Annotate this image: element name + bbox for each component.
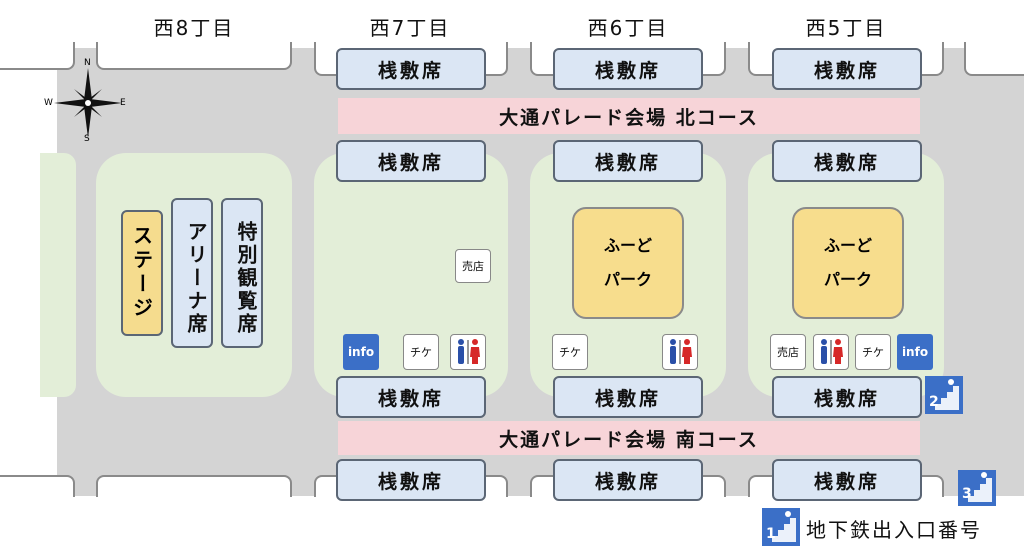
stairs-exit-icon bbox=[929, 379, 959, 410]
compass: N S W E bbox=[44, 58, 126, 144]
map-edge-cover bbox=[0, 497, 1024, 557]
compass-w: W bbox=[44, 98, 53, 108]
toilet-icon bbox=[458, 339, 480, 364]
seat-area[interactable]: 桟敷席 bbox=[772, 48, 922, 90]
toilet-icon[interactable] bbox=[450, 334, 486, 370]
seat-area[interactable]: 桟敷席 bbox=[772, 376, 922, 418]
toilet-icon bbox=[670, 339, 692, 364]
city-block bbox=[96, 40, 292, 70]
compass-s: S bbox=[84, 134, 90, 144]
info-icon[interactable]: info bbox=[343, 334, 379, 370]
special-viewing-seats[interactable]: 特別観覧席 bbox=[221, 198, 263, 348]
toilet-icon bbox=[821, 339, 843, 364]
seat-area[interactable]: 桟敷席 bbox=[553, 48, 703, 90]
food-park-label: ふーど bbox=[823, 236, 872, 255]
column-title-w7: 西7丁目 bbox=[369, 16, 451, 40]
food-park[interactable]: ふーどパーク bbox=[792, 207, 904, 319]
ticket-icon[interactable]: チケ bbox=[403, 334, 439, 370]
column-title-w6: 西6丁目 bbox=[587, 16, 669, 40]
ticket-icon[interactable]: チケ bbox=[552, 334, 588, 370]
city-block bbox=[964, 40, 1024, 76]
arena-seats[interactable]: アリーナ席 bbox=[171, 198, 213, 348]
food-park-label: パーク bbox=[603, 270, 652, 289]
seat-area[interactable]: 桟敷席 bbox=[553, 140, 703, 182]
south-course: 大通パレード会場 南コース bbox=[338, 421, 920, 455]
compass-rose-icon bbox=[54, 68, 122, 138]
stage[interactable]: ステージ bbox=[121, 210, 163, 336]
map-edge-cover bbox=[0, 0, 1024, 42]
exit-number: 1 bbox=[766, 526, 776, 542]
compass-e: E bbox=[120, 98, 126, 108]
city-block bbox=[0, 40, 75, 70]
north-course: 大通パレード会場 北コース bbox=[338, 98, 920, 134]
seat-area[interactable]: 桟敷席 bbox=[336, 48, 486, 90]
seat-area[interactable]: 桟敷席 bbox=[772, 459, 922, 501]
toilet-icon[interactable] bbox=[813, 334, 849, 370]
subway-exit-3[interactable]: 3 bbox=[958, 470, 996, 506]
exit-number: 2 bbox=[929, 394, 939, 410]
ticket-icon[interactable]: チケ bbox=[855, 334, 891, 370]
seat-area[interactable]: 桟敷席 bbox=[336, 459, 486, 501]
shop-icon[interactable]: 売店 bbox=[455, 249, 491, 283]
column-title-w8: 西8丁目 bbox=[153, 16, 235, 40]
park-block-edge bbox=[40, 153, 76, 397]
stairs-exit-icon bbox=[962, 472, 992, 502]
seat-area[interactable]: 桟敷席 bbox=[336, 376, 486, 418]
food-park-label: パーク bbox=[823, 270, 872, 289]
seat-area[interactable]: 桟敷席 bbox=[553, 376, 703, 418]
subway-exit-2[interactable]: 2 bbox=[925, 376, 963, 414]
seat-area[interactable]: 桟敷席 bbox=[553, 459, 703, 501]
legend-exit-icon: 1 bbox=[762, 508, 800, 546]
seat-area[interactable]: 桟敷席 bbox=[336, 140, 486, 182]
seat-area[interactable]: 桟敷席 bbox=[772, 140, 922, 182]
food-park[interactable]: ふーどパーク bbox=[572, 207, 684, 319]
info-icon[interactable]: info bbox=[897, 334, 933, 370]
stairs-exit-icon bbox=[766, 511, 796, 542]
food-park-label: ふーど bbox=[603, 236, 652, 255]
legend-label: 地下鉄出入口番号 bbox=[806, 518, 982, 542]
exit-number: 3 bbox=[962, 486, 972, 502]
compass-n: N bbox=[84, 58, 91, 68]
toilet-icon[interactable] bbox=[662, 334, 698, 370]
shop-icon[interactable]: 売店 bbox=[770, 334, 806, 370]
column-title-w5: 西5丁目 bbox=[805, 16, 887, 40]
